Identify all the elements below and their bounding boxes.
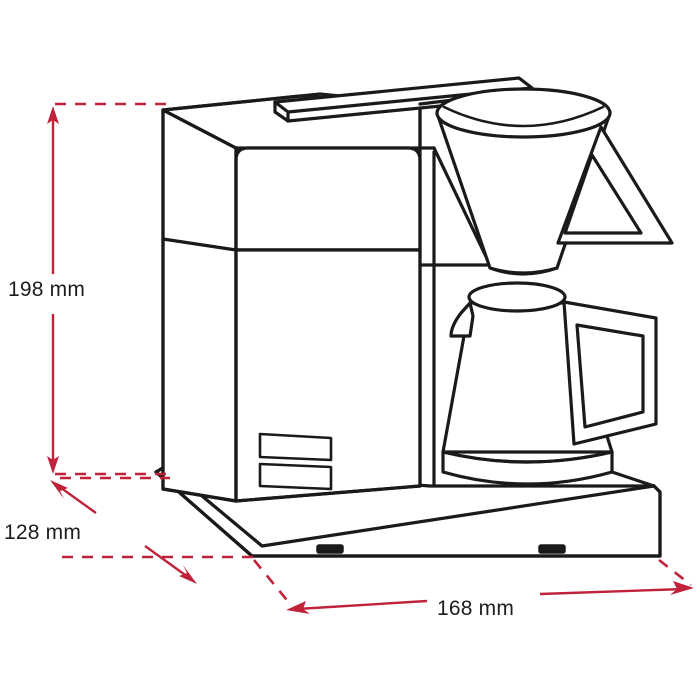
- carafe-rim: [467, 281, 567, 313]
- dimension-annotations: 198 mm 128 mm: [4, 102, 694, 620]
- depth-arrow-upper-left: [50, 480, 68, 499]
- dimension-depth: 128 mm: [4, 476, 258, 584]
- filter-cone-bottom: [488, 266, 559, 276]
- warming-plate-right-edge: [610, 470, 656, 488]
- filter-cone-rim-inner-arc: [442, 105, 605, 128]
- filter-cone-handle-inner: [563, 153, 643, 235]
- filter-cone-handle: [556, 125, 674, 245]
- base-plate-right-edge: [652, 484, 662, 558]
- control-switch-upper[interactable]: [258, 432, 333, 462]
- depth-dimension-label: 128 mm: [4, 521, 81, 544]
- carafe-handle-inner: [575, 323, 645, 429]
- width-extension-left: [252, 559, 293, 606]
- width-dimension-label: 168 mm: [437, 597, 514, 620]
- warming-plate: [610, 470, 656, 488]
- main-body-side-divider: [161, 237, 238, 252]
- depth-arrow-lower-right: [179, 565, 197, 584]
- main-body-bottom-edge: [234, 484, 422, 503]
- control-panel: [258, 432, 333, 491]
- dimension-width: 168 mm: [252, 558, 694, 620]
- carafe-base-top-arc: [441, 450, 614, 464]
- main-body-bottom-left-diagonal: [161, 487, 238, 503]
- width-dim-line-left: [296, 599, 428, 611]
- product-illustration: [154, 76, 674, 558]
- carafe-spout: [449, 301, 475, 338]
- main-body-left-face: [161, 108, 238, 503]
- depth-dim-line-lower: [144, 545, 189, 578]
- width-arrow-right: [670, 581, 694, 595]
- height-arrow-up: [47, 106, 59, 124]
- carafe-handle: [562, 300, 658, 446]
- height-arrow-down: [47, 456, 59, 474]
- height-dimension-label: 198 mm: [8, 278, 85, 301]
- main-body: [161, 92, 422, 503]
- control-switch-lower[interactable]: [258, 462, 333, 491]
- width-extension-right: [658, 558, 692, 587]
- main-body-top-left-diagonal: [161, 108, 238, 150]
- width-arrow-left: [286, 601, 310, 614]
- filter-cone-rim: [435, 87, 612, 139]
- main-body-tank-front: [234, 146, 422, 252]
- dimension-height: 198 mm: [8, 102, 172, 476]
- width-dim-line-right: [539, 587, 685, 596]
- foot-right-tab: [538, 544, 566, 554]
- foot-front-tab: [316, 544, 344, 554]
